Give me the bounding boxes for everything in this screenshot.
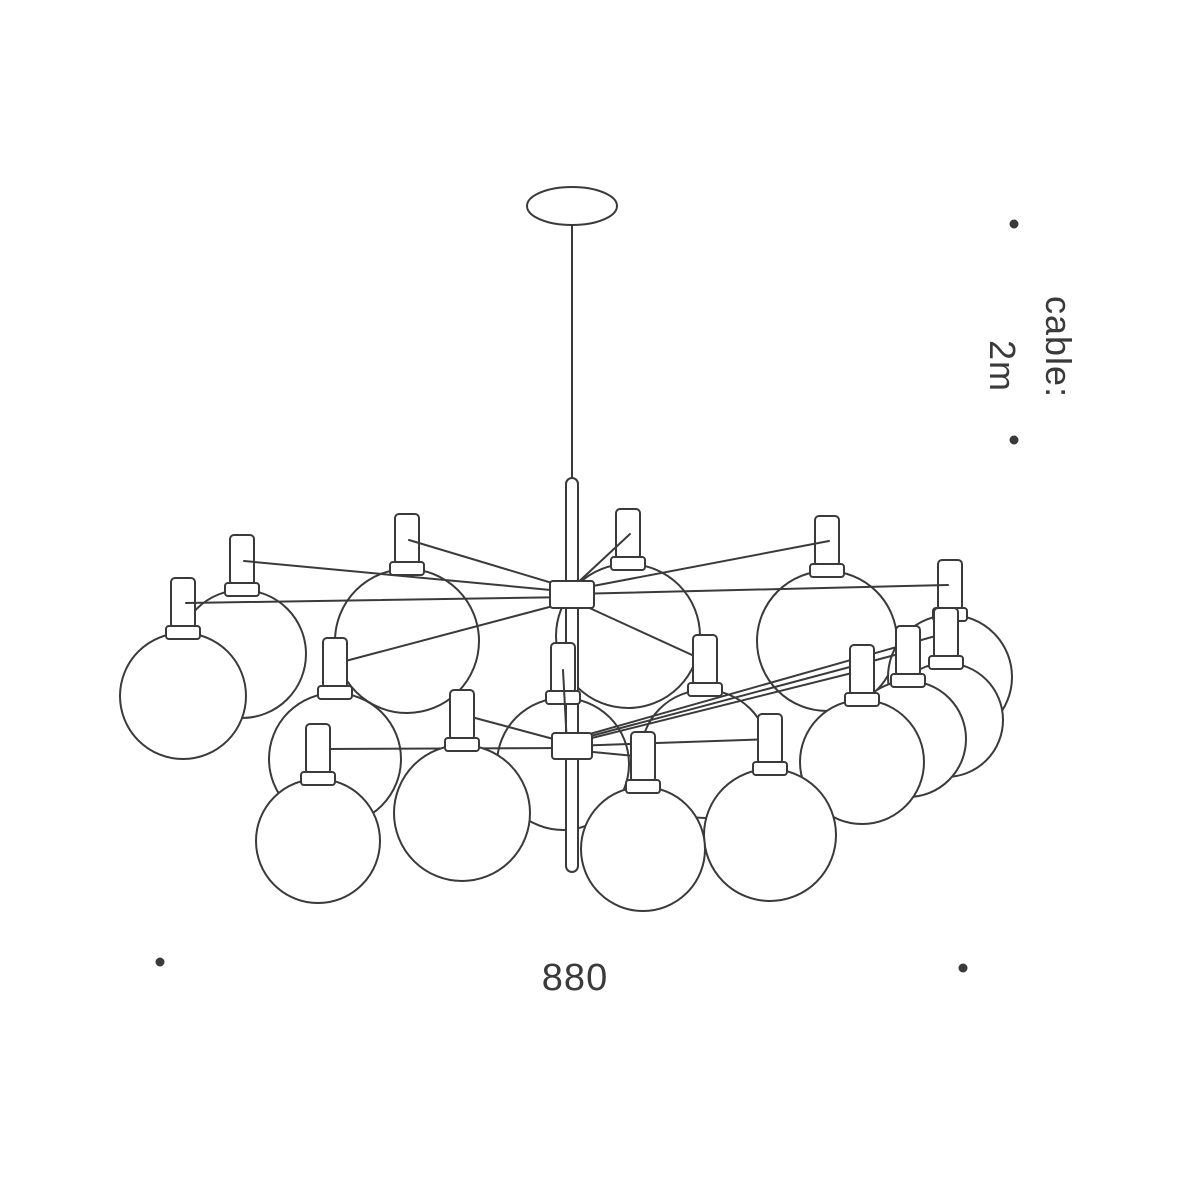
dimension-dot-mid-right [1009, 435, 1019, 445]
socket-collar [890, 673, 926, 688]
dimension-dot-bottom-right [958, 963, 968, 973]
dimension-dot-bottom-left [155, 957, 165, 967]
socket-collar [444, 737, 480, 752]
bulb [580, 786, 706, 912]
socket-collar [625, 779, 661, 794]
bulb-socket [305, 723, 331, 775]
arm [571, 584, 949, 595]
bulb-socket [630, 731, 656, 783]
socket-collar [928, 655, 964, 670]
socket-collar [610, 556, 646, 571]
lamp-unit [703, 713, 837, 902]
socket-collar [687, 682, 723, 697]
lamp-unit [393, 689, 531, 882]
arm [185, 596, 573, 604]
upper-hub [549, 580, 595, 609]
cable-length-label-line2: 2m [982, 340, 1023, 392]
lamp-unit [756, 515, 898, 712]
lamp-unit [119, 577, 247, 760]
bulb [119, 632, 247, 760]
arm [571, 632, 947, 740]
arm [337, 600, 573, 664]
arm [571, 599, 704, 661]
socket-collar [809, 563, 845, 578]
socket-collar [165, 625, 201, 640]
bulb-socket [933, 607, 959, 659]
upper-arms [185, 533, 949, 664]
arm [571, 533, 631, 589]
socket-collar [545, 690, 581, 705]
bulb [393, 744, 531, 882]
lamp-unit [545, 642, 581, 705]
lower-hub [551, 732, 593, 760]
lamp-unit [580, 731, 706, 912]
lamp-unit [255, 723, 381, 904]
width-dimension-label: 880 [542, 957, 608, 999]
arm [571, 669, 865, 744]
arm [571, 738, 773, 747]
socket-collar [844, 692, 880, 707]
bulb-socket [757, 713, 783, 765]
lamp-unit [334, 513, 480, 714]
bulb-socket [229, 534, 255, 586]
bulb-socket [849, 644, 875, 696]
socket-collar [317, 685, 353, 700]
socket-collar [224, 582, 260, 597]
cable-length-label-line1: cable: [1038, 296, 1079, 398]
arm [243, 560, 573, 593]
bulb [255, 778, 381, 904]
bulb [703, 768, 837, 902]
socket-collar [752, 761, 788, 776]
dimension-dot-top-right [1009, 219, 1019, 229]
bulb-socket [692, 634, 718, 686]
arm [571, 540, 830, 591]
cable-length-label: cable: 2m [982, 296, 1079, 409]
bulb-socket [895, 625, 921, 677]
bulb-socket [449, 689, 475, 741]
ceiling-canopy [526, 186, 618, 226]
bulb-socket [322, 637, 348, 689]
socket-collar [300, 771, 336, 786]
socket-collar [389, 561, 425, 576]
arm [408, 539, 573, 590]
lamp-unit [799, 644, 925, 825]
bulb-socket [394, 513, 420, 565]
bulb-socket [615, 508, 641, 560]
